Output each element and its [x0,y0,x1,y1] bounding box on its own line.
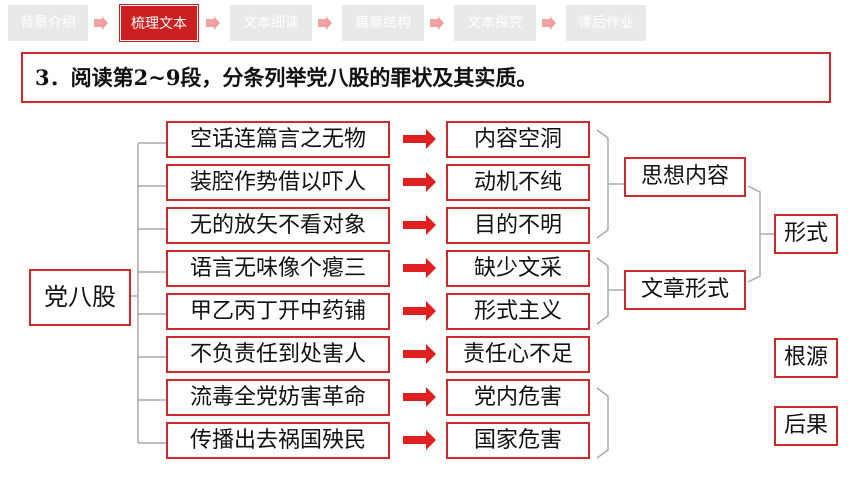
tab-explore[interactable]: 文本探究 [454,5,536,41]
tab-close-reading[interactable]: 文本细读 [230,5,312,41]
question-prompt: 3．阅读第2~9段，分条列举党八股的罪状及其实质。 [21,52,831,103]
tab-sort-text[interactable]: 梳理文本 [120,5,198,41]
consequence-bracket [596,387,609,459]
essence-box: 国家危害 [446,422,590,459]
crime-box: 甲乙丙丁开中药铺 [166,293,390,330]
arrow-icon [403,215,436,235]
essence-box: 缺少文采 [446,250,590,287]
form-box: 形式 [774,214,838,254]
arrow-icon [403,258,436,278]
essence-box: 形式主义 [446,293,590,330]
article-form-box: 文章形式 [624,270,746,310]
root-cause-box: 根源 [774,338,838,378]
arrow-icon [403,344,436,364]
thought-bracket [596,129,624,239]
nav-arrow-icon [206,16,220,30]
thought-content-box: 思想内容 [624,157,746,197]
root-box: 党八股 [29,269,131,326]
consequence-box: 后果 [774,406,838,446]
essence-box: 内容空洞 [446,121,590,158]
crime-box: 装腔作势借以吓人 [166,164,390,201]
root-bracket [130,142,166,444]
arrow-icon [403,430,436,450]
article-form-bracket [596,257,624,325]
crime-box: 流毒全党妨害革命 [166,379,390,416]
form-bracket [747,185,774,283]
crime-box: 空话连篇言之无物 [166,121,390,158]
tab-homework[interactable]: 课后作业 [566,5,646,41]
tab-structure[interactable]: 篇章结构 [342,5,424,41]
nav-arrow-icon [94,16,108,30]
nav-arrow-icon [318,16,332,30]
nav-arrow-icon [542,16,556,30]
nav-arrow-icon [430,16,444,30]
essence-box: 目的不明 [446,207,590,244]
tab-background[interactable]: 背景介绍 [8,5,88,41]
arrow-icon [403,172,436,192]
crime-box: 语言无味像个瘪三 [166,250,390,287]
essence-box: 责任心不足 [446,336,590,373]
essence-box: 党内危害 [446,379,590,416]
arrow-icon [403,387,436,407]
arrow-icon [403,301,436,321]
essence-box: 动机不纯 [446,164,590,201]
arrow-icon [403,129,436,149]
crime-box: 传播出去祸国殃民 [166,422,390,459]
crime-box: 无的放矢不看对象 [166,207,390,244]
crime-box: 不负责任到处害人 [166,336,390,373]
arrow-icons [403,129,436,450]
